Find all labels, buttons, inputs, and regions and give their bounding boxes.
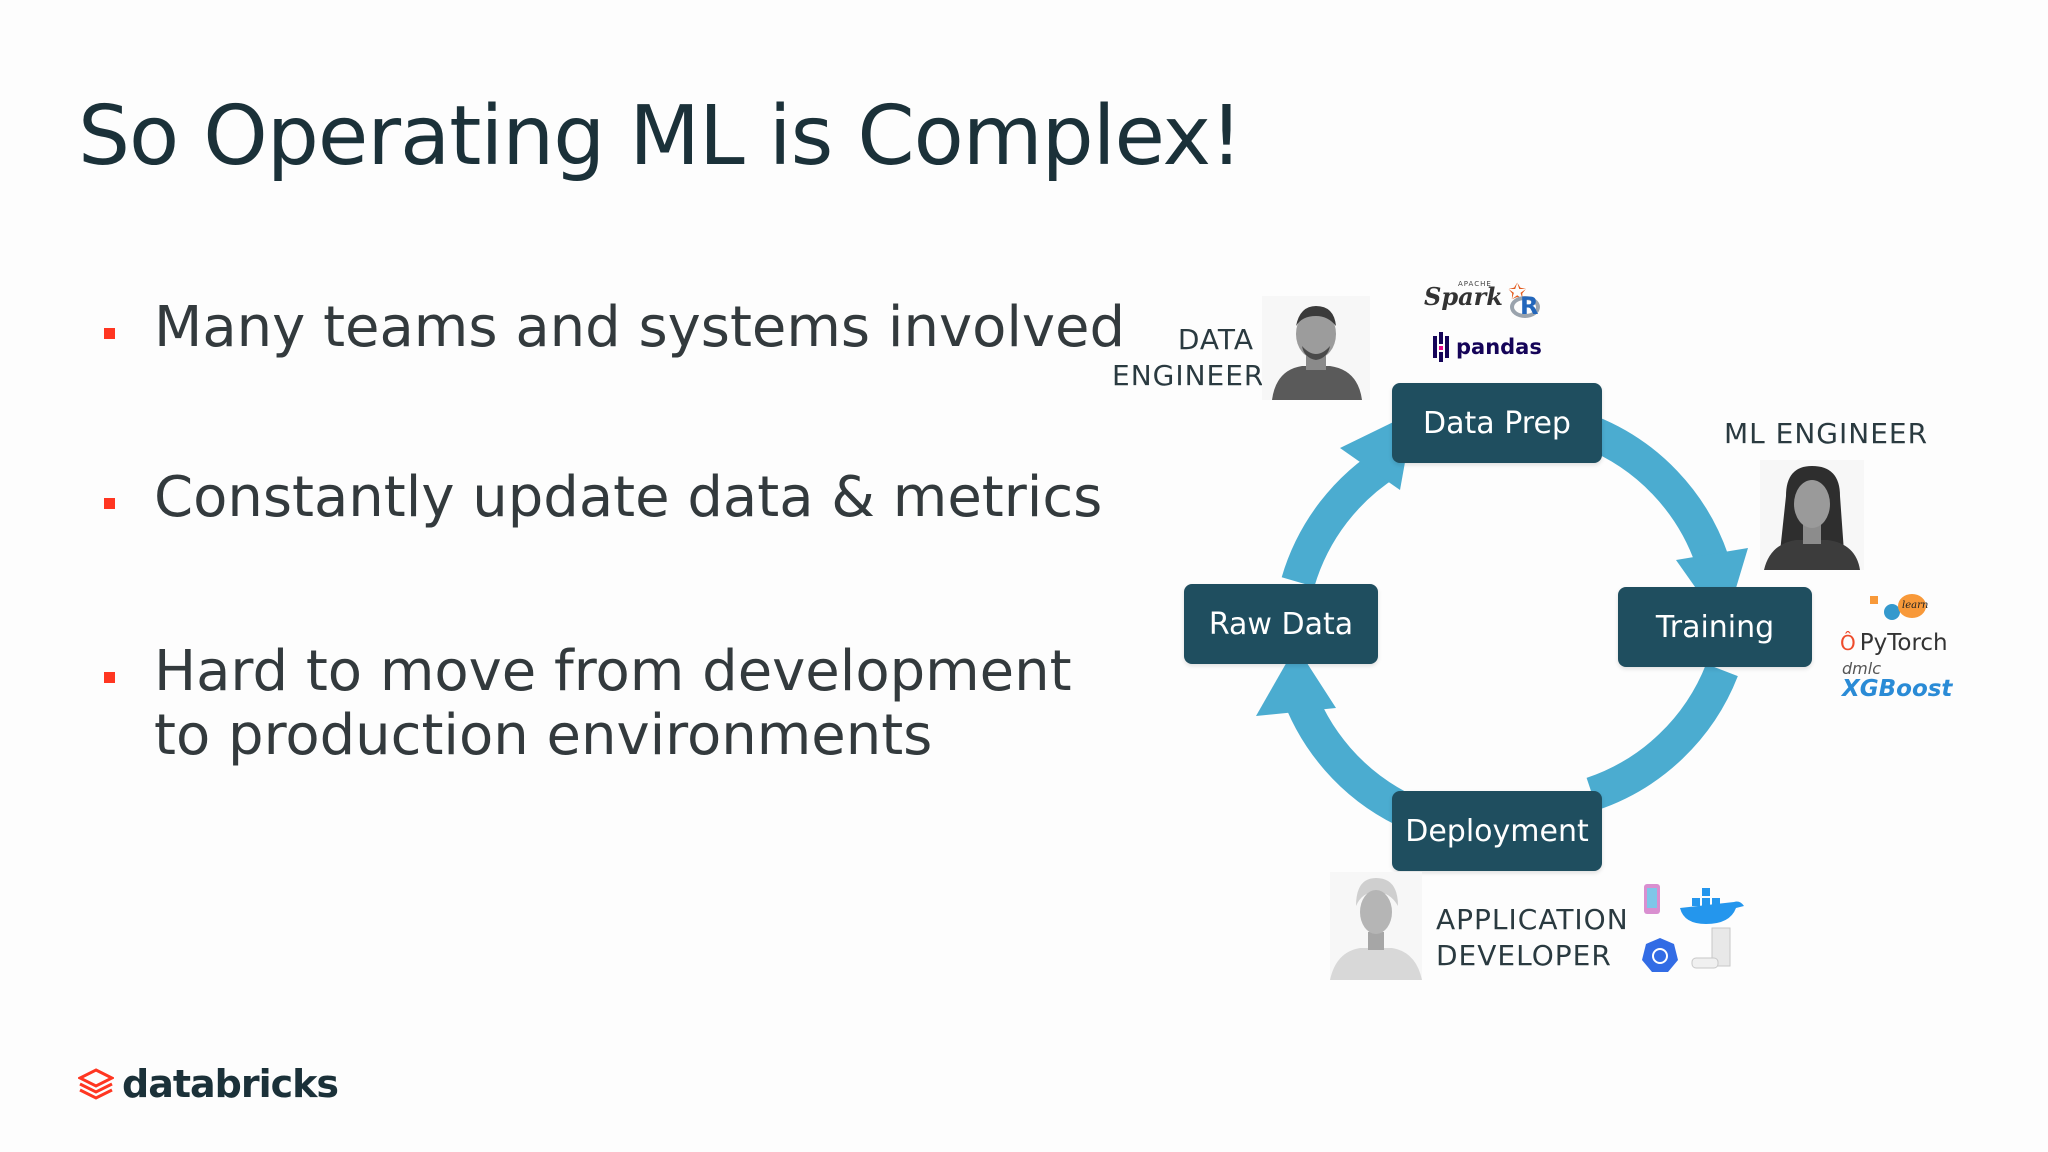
sklearn-blue-dot: [1884, 604, 1900, 620]
arrow-dataprep-to-training: [1583, 416, 1729, 566]
databricks-logo: databricks: [78, 1062, 339, 1106]
docker-icon: [1680, 888, 1744, 924]
bullet-text: Many teams and systems involved: [154, 295, 1126, 360]
databricks-stack-icon: [78, 1068, 114, 1100]
sklearn-logo: learn: [1870, 592, 1930, 622]
bullet-text: Constantly update data & metrics: [154, 465, 1103, 530]
pytorch-logo: Ô PyTorch: [1840, 630, 1948, 656]
kubernetes-icon: [1642, 938, 1678, 972]
ml-engineer-avatar: [1760, 460, 1864, 570]
bullet-text-line: to production environments: [154, 703, 933, 768]
role-ml-engineer: ML ENGINEER: [1724, 417, 1929, 450]
databricks-wordmark: databricks: [122, 1062, 339, 1106]
bullet-text-line: Hard to move from development: [154, 639, 1072, 704]
bullet-marker: [104, 672, 115, 683]
role-data-engineer: DATA ENGINEER: [1112, 322, 1265, 394]
r-logo-ring: [1510, 296, 1540, 318]
xgboost-prefix: dmlc: [1842, 659, 1881, 678]
role-line: DEVELOPER: [1436, 939, 1612, 972]
r-logo-letter: R: [1520, 292, 1539, 320]
bullet-marker: [104, 498, 115, 509]
bullet-text: Hard to move from development to product…: [154, 640, 1072, 768]
slide-title: So Operating ML is Complex!: [78, 89, 1243, 184]
bullet-marker: [104, 328, 115, 339]
role-line: APPLICATION: [1436, 903, 1629, 936]
role-line: ENGINEER: [1112, 359, 1265, 392]
data-engineer-avatar: [1262, 296, 1370, 400]
pandas-logo: pandas: [1432, 332, 1542, 362]
xgboost-logo-text: XGBoost: [1842, 676, 1953, 702]
arrow-training-to-deployment: [1586, 663, 1738, 811]
phone-icon: [1644, 884, 1660, 914]
pytorch-logo-text: PyTorch: [1859, 630, 1948, 656]
sklearn-orange-dot: [1898, 594, 1926, 618]
spark-logo: APACHE Spark ✩: [1424, 280, 1526, 311]
spark-logo-small: APACHE: [1458, 280, 1492, 288]
arrow-rawdata-to-dataprep: [1281, 445, 1402, 588]
stage-deployment: Deployment: [1392, 791, 1602, 871]
sklearn-logo-text: learn: [1902, 600, 1929, 611]
app-developer-avatar: [1330, 872, 1422, 980]
xbox-console-icon: [1691, 927, 1731, 969]
pandas-bars-icon: [1433, 332, 1449, 362]
sklearn-square: [1870, 596, 1878, 604]
role-line: DATA: [1177, 323, 1254, 356]
stage-training: Training: [1618, 587, 1812, 667]
pandas-logo-text: pandas: [1456, 335, 1542, 359]
stage-raw-data: Raw Data: [1184, 584, 1378, 664]
pytorch-flame-icon: Ô: [1840, 631, 1856, 655]
xgboost-logo: dmlc XGBoost: [1842, 659, 1953, 702]
spark-logo-text: Spark: [1424, 282, 1503, 311]
role-app-developer: APPLICATION DEVELOPER: [1436, 902, 1629, 974]
arrowhead-rawdata: [1256, 646, 1336, 716]
r-logo: R: [1510, 292, 1544, 324]
stage-data-prep: Data Prep: [1392, 383, 1602, 463]
deployment-tool-icons: [1642, 884, 1744, 972]
